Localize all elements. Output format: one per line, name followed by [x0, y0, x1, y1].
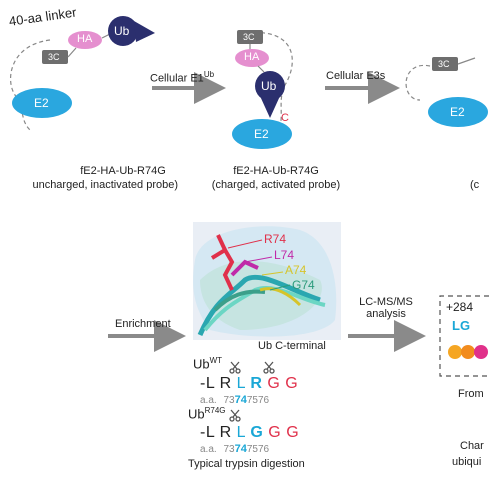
probe2-e2 — [232, 119, 292, 149]
probe3-e2-label: E2 — [450, 105, 465, 119]
probe1-linker-ha-3c — [67, 47, 77, 58]
probe1-linker-dashed — [9, 39, 51, 131]
probe2-ha-label: HA — [244, 51, 260, 63]
probe3-3c-tag — [432, 57, 458, 71]
probe2-ub-label: Ub — [261, 79, 277, 93]
structure-surface-2 — [200, 261, 322, 330]
probe1-3c-label: 3C — [48, 52, 60, 62]
cys-label: C — [281, 112, 289, 124]
leader-g74 — [269, 284, 291, 291]
arrow-e1-label: Cellular E1Ub — [150, 70, 215, 85]
residue-l74: L74 — [274, 248, 295, 262]
ribbon-1 — [197, 274, 321, 336]
probe3-e2 — [428, 97, 488, 127]
result-dashed-box — [439, 295, 489, 377]
from-partial: From — [458, 388, 484, 400]
sidechain-r74 — [210, 247, 235, 291]
bead-2 — [461, 345, 475, 359]
probe3-linker-dashed — [405, 64, 431, 101]
probe1-caption: fE2-HA-Ub-R74G uncharged, inactivated pr… — [32, 165, 178, 191]
probe3-caption-partial: (c — [470, 179, 480, 191]
residue-g74: G74 — [292, 278, 315, 292]
leader-r74 — [227, 239, 263, 249]
ubiq-partial: ubiqui — [452, 456, 482, 468]
probe2-ub-tail — [260, 96, 280, 118]
probe1-e2-label: E2 — [34, 96, 49, 110]
bead-3 — [474, 345, 488, 359]
residue-r74: R74 — [264, 232, 287, 246]
leader-l74 — [244, 256, 273, 263]
probe2-e2-label: E2 — [254, 127, 269, 141]
ub-r74g-positions: a.a. 73747576 — [200, 443, 270, 455]
lg-partial: LG — [452, 318, 471, 333]
probe2-3c-tag — [237, 30, 263, 44]
probe2-ha-tag — [235, 49, 269, 67]
ub-r74g-sequence: -L R L G G G — [200, 424, 300, 441]
probe1-ub-label: Ub — [114, 24, 130, 38]
structure-caption: Ub C-terminal — [258, 340, 326, 352]
probe1-e2 — [12, 88, 72, 118]
probe1-ub-tail — [134, 21, 155, 42]
probe2-3c-label: 3C — [243, 32, 255, 42]
mass-shift-partial: +284 — [446, 300, 474, 314]
ub-wt-label: UbWT — [193, 356, 223, 372]
probe2-linker-dashed — [239, 31, 293, 141]
ribbon-3 — [213, 289, 266, 312]
probe2-caption: fE2-HA-Ub-R74G (charged, activated probe… — [211, 165, 341, 191]
probe1-ha-label: HA — [77, 33, 93, 45]
char-partial: Char — [460, 440, 484, 452]
ub-r74g-label: UbR74G — [188, 406, 226, 422]
sidechain-r74-b — [216, 234, 227, 251]
probe3-link — [457, 57, 476, 65]
probe1-ha-tag — [68, 31, 102, 49]
scissors-icon-3 — [229, 409, 241, 422]
scissors-icon-1 — [229, 361, 241, 374]
lcms-label: LC-MS/MS analysis — [359, 296, 413, 320]
residue-a74: A74 — [285, 263, 307, 277]
probe1-ub-body — [108, 16, 138, 46]
enrichment-label: Enrichment — [115, 318, 171, 330]
ub-wt-positions: a.a. 73747576 — [200, 394, 270, 406]
digestion-caption: Typical trypsin digestion — [188, 458, 305, 470]
probe3-3c-label: 3C — [438, 59, 450, 69]
ub-wt-sequence: -L R L R G G — [200, 375, 299, 392]
leader-a74 — [261, 271, 284, 276]
probe2-ub-body — [255, 71, 285, 101]
probe1-3c-tag — [42, 50, 68, 64]
bead-1 — [448, 345, 462, 359]
probe2-link-ha-ub — [257, 65, 265, 73]
ribbon-yellow — [259, 287, 302, 307]
scissors-icon-2 — [263, 361, 275, 374]
arrow-e3-label: Cellular E3s — [326, 70, 386, 82]
